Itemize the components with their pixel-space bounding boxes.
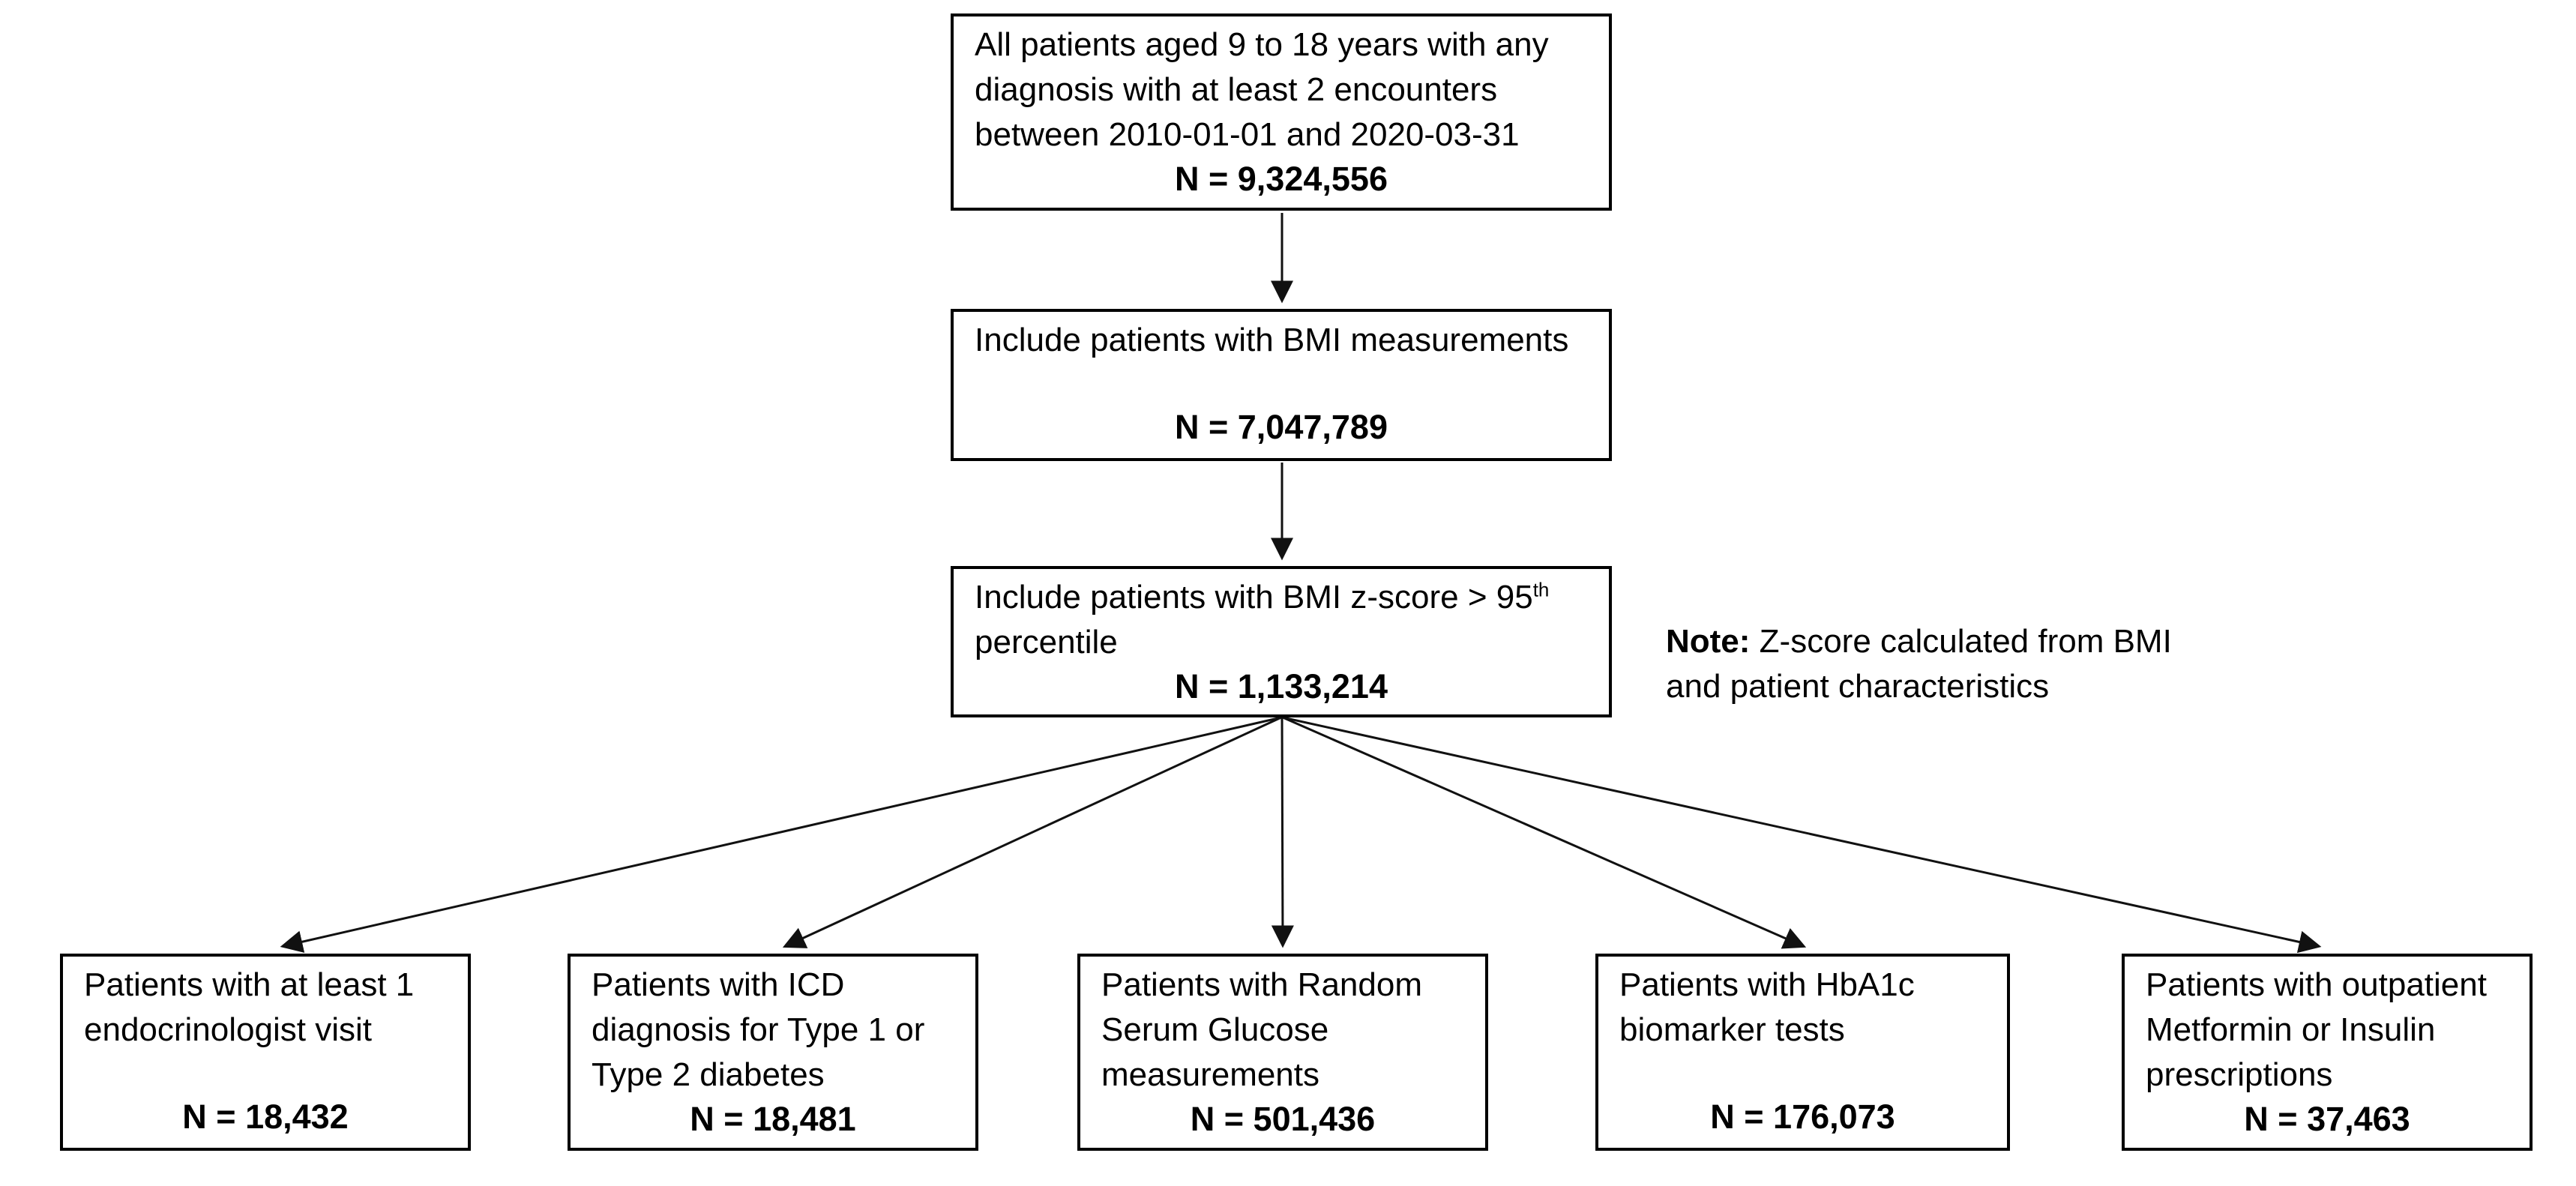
box-random-serum-glucose-count: N = 501,436	[1190, 1100, 1376, 1138]
box-cohort-bmi-measurements: Include patients with BMI measurements N…	[951, 309, 1612, 461]
box-cohort-initial: All patients aged 9 to 18 years with any…	[951, 13, 1612, 211]
arrow-zscore-to-icd	[782, 716, 1282, 948]
zscore-text-line2: percentile	[975, 624, 1118, 660]
zscore-text-start: Include patients with BMI z-score > 95	[975, 579, 1533, 615]
zscore-note-text: Z-score calculated from BMI and patient …	[1666, 623, 2172, 705]
box-cohort-bmi-measurements-text: Include patients with BMI measurements	[975, 322, 1569, 358]
box-cohort-bmi-measurements-count: N = 7,047,789	[1175, 408, 1388, 446]
box-icd-diabetes-diagnosis-count: N = 18,481	[690, 1100, 856, 1138]
box-cohort-bmi-zscore: Include patients with BMI z-score > 95th…	[951, 566, 1612, 717]
box-cohort-initial-count: N = 9,324,556	[1175, 160, 1388, 198]
arrow-zscore-to-prescriptions	[1282, 716, 2322, 954]
box-cohort-initial-text: All patients aged 9 to 18 years with any…	[975, 26, 1549, 153]
box-hba1c-biomarker-tests-count: N = 176,073	[1710, 1098, 1895, 1136]
box-metformin-insulin-prescriptions: Patients with outpatient Metformin or In…	[2122, 954, 2533, 1151]
box-cohort-bmi-zscore-text: Include patients with BMI z-score > 95th…	[975, 575, 1588, 665]
arrow-zscore-to-glucose	[1271, 717, 1294, 948]
zscore-superscript: th	[1532, 578, 1550, 601]
box-endocrinologist-visit: Patients with at least 1 endocrinologist…	[60, 954, 471, 1151]
zscore-note: Note: Z-score calculated from BMI and pa…	[1666, 619, 2236, 709]
zscore-note-label: Note:	[1666, 623, 1751, 660]
box-icd-diabetes-diagnosis: Patients with ICD diagnosis for Type 1 o…	[568, 954, 978, 1151]
box-hba1c-biomarker-tests: Patients with HbA1c biomarker tests N = …	[1595, 954, 2010, 1151]
box-metformin-insulin-prescriptions-count: N = 37,463	[2244, 1100, 2410, 1138]
box-endocrinologist-visit-count: N = 18,432	[182, 1098, 349, 1136]
box-icd-diabetes-diagnosis-text: Patients with ICD diagnosis for Type 1 o…	[592, 966, 925, 1093]
box-random-serum-glucose: Patients with Random Serum Glucose measu…	[1077, 954, 1488, 1151]
arrow-zscore-to-endocrinologist	[280, 716, 1282, 953]
box-endocrinologist-visit-text: Patients with at least 1 endocrinologist…	[84, 966, 415, 1048]
arrow-zscore-to-hba1c	[1282, 716, 1807, 949]
box-metformin-insulin-prescriptions-text: Patients with outpatient Metformin or In…	[2146, 966, 2487, 1093]
box-hba1c-biomarker-tests-text: Patients with HbA1c biomarker tests	[1619, 966, 1915, 1048]
box-random-serum-glucose-text: Patients with Random Serum Glucose measu…	[1101, 966, 1422, 1093]
box-cohort-bmi-zscore-count: N = 1,133,214	[1175, 667, 1388, 705]
